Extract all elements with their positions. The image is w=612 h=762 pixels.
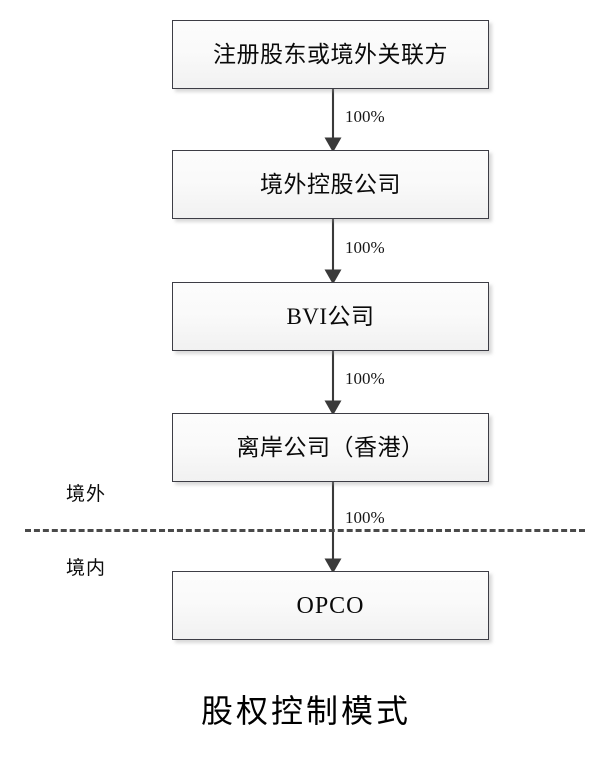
node-box-bvi-company[interactable]: BVI公司 [172,282,489,351]
edge-label-offshore-holding-to-bvi: 100% [345,238,385,257]
node-box-registered-shareholder[interactable]: 注册股东或境外关联方 [172,20,489,89]
node-label-offshore-holding-company: 境外控股公司 [260,172,401,197]
edge-label-shareholder-to-offshore-holding: 100% [345,107,385,126]
node-box-opco[interactable]: OPCO [172,571,489,640]
region-label-offshore: 境外 [66,484,107,505]
node-label-opco: OPCO [296,592,365,619]
edge-label-bvi-to-hk: 100% [345,369,385,388]
region-label-onshore: 境内 [66,558,107,579]
edge-label-hk-to-opco: 100% [345,508,385,527]
node-box-offshore-company-hongkong[interactable]: 离岸公司（香港） [172,413,489,482]
diagram-caption: 股权控制模式 [200,693,411,729]
node-box-offshore-holding-company[interactable]: 境外控股公司 [172,150,489,219]
node-label-offshore-company-hongkong: 离岸公司（香港） [236,435,425,460]
node-label-bvi-company: BVI公司 [286,304,375,329]
onshore-offshore-boundary-line [25,529,585,532]
node-label-registered-shareholder: 注册股东或境外关联方 [213,42,448,67]
